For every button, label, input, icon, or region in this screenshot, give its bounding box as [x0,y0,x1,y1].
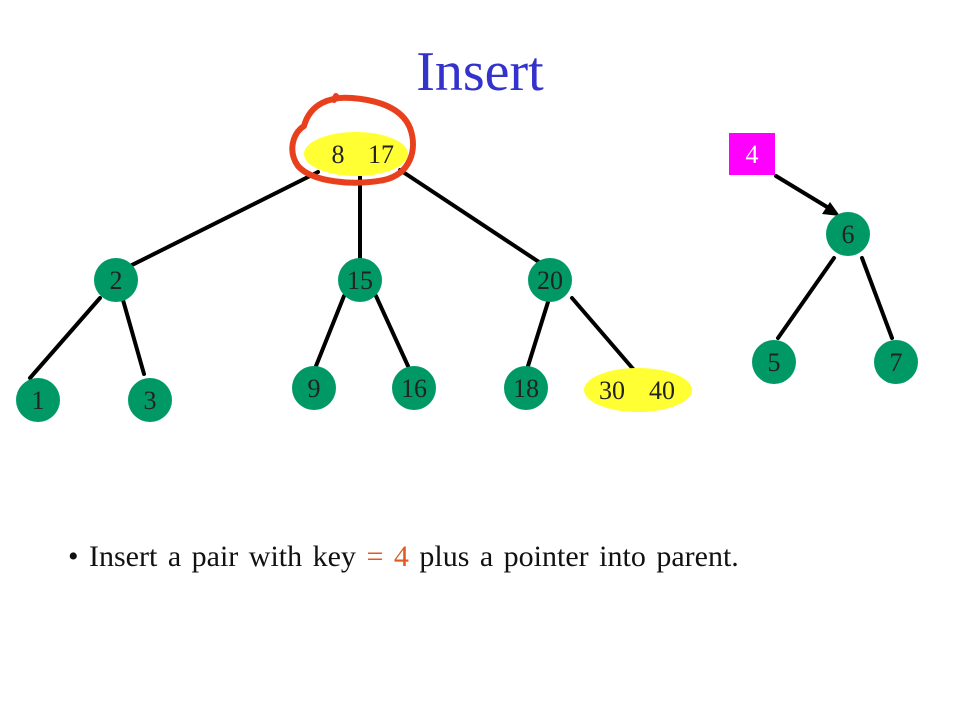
bullet-point: • Insert a pair with key = 4 plus a poin… [68,540,739,574]
svg-text:18: 18 [513,374,539,403]
svg-text:3: 3 [144,386,157,415]
edge-4-to-6 [774,174,834,212]
node-1: 1 [16,378,60,422]
node-7: 7 [874,340,918,384]
svg-text:15: 15 [347,266,373,295]
bullet-text-before: Insert a pair with key [89,540,356,573]
edge-20-to-18 [526,300,550,368]
edge-15-to-9 [314,294,346,368]
svg-text:20: 20 [537,266,563,295]
slide-title: Insert [416,41,544,103]
node-root: 8 17 [304,132,408,176]
svg-text:1: 1 [32,386,45,415]
bullet-text-after: plus a pointer into parent. [419,540,739,573]
inserted-key-box: 4 [729,133,775,175]
node-16: 16 [392,366,436,410]
node-3: 3 [128,378,172,422]
edge-20-to-30-40 [570,296,636,372]
node-5: 5 [752,340,796,384]
svg-text:7: 7 [890,348,903,377]
bullet-mark: • [68,540,79,573]
svg-text:6: 6 [842,220,855,249]
node-30-40: 30 40 [584,368,692,412]
svg-text:40: 40 [649,376,675,405]
node-15: 15 [338,258,382,302]
svg-text:17: 17 [368,140,394,169]
edge-15-to-16 [374,294,410,368]
svg-text:9: 9 [308,374,321,403]
node-20: 20 [528,258,572,302]
node-9: 9 [292,366,336,410]
svg-text:30: 30 [599,376,625,405]
edge-6-to-7 [860,256,894,340]
svg-text:8: 8 [332,140,345,169]
edge-6-to-5 [776,256,836,340]
edge-root-to-20 [398,168,550,270]
svg-text:2: 2 [110,266,123,295]
node-18: 18 [504,366,548,410]
edge-root-to-2 [116,170,320,274]
edge-2-to-3 [121,298,146,376]
bullet-key-value: = 4 [366,540,409,573]
node-2: 2 [94,258,138,302]
edge-2-to-1 [28,296,102,380]
node-6: 6 [826,212,870,256]
highlight-circle-annotation [289,93,416,186]
svg-text:4: 4 [746,140,759,169]
arrowhead-icon [822,202,840,216]
tree-edges [28,168,894,380]
svg-text:16: 16 [401,374,427,403]
svg-text:5: 5 [768,348,781,377]
